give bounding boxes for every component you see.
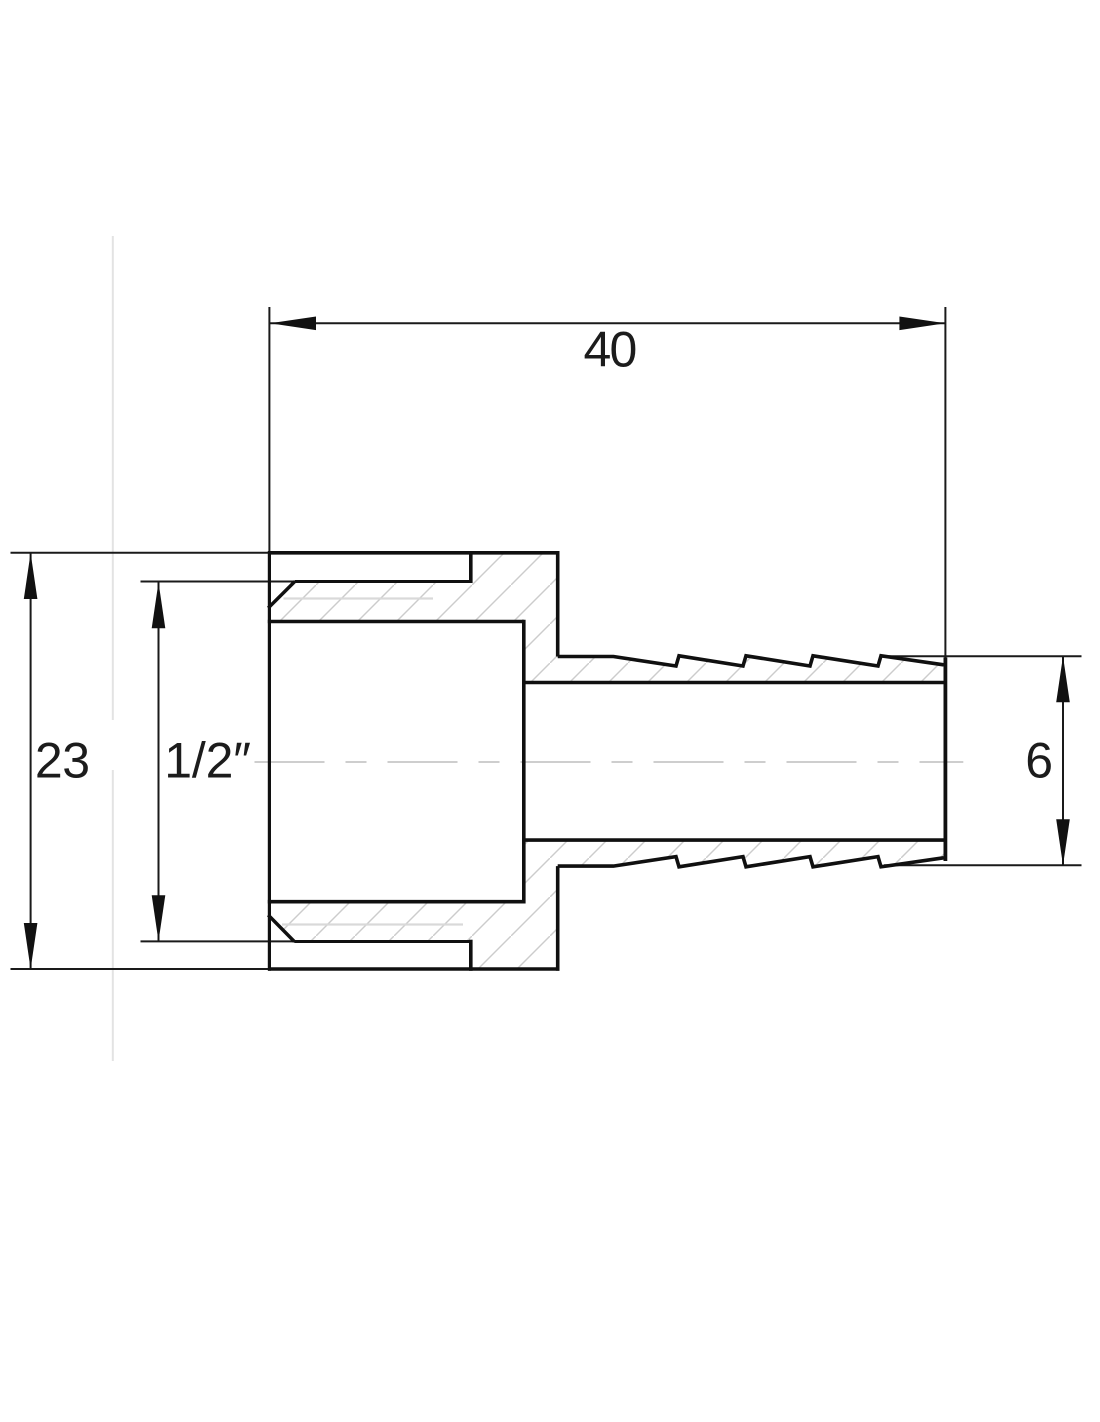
svg-text:40: 40 (584, 322, 636, 378)
svg-text:23: 23 (35, 733, 90, 789)
svg-text:6: 6 (1025, 733, 1053, 789)
svg-text:1/2″: 1/2″ (164, 733, 250, 789)
